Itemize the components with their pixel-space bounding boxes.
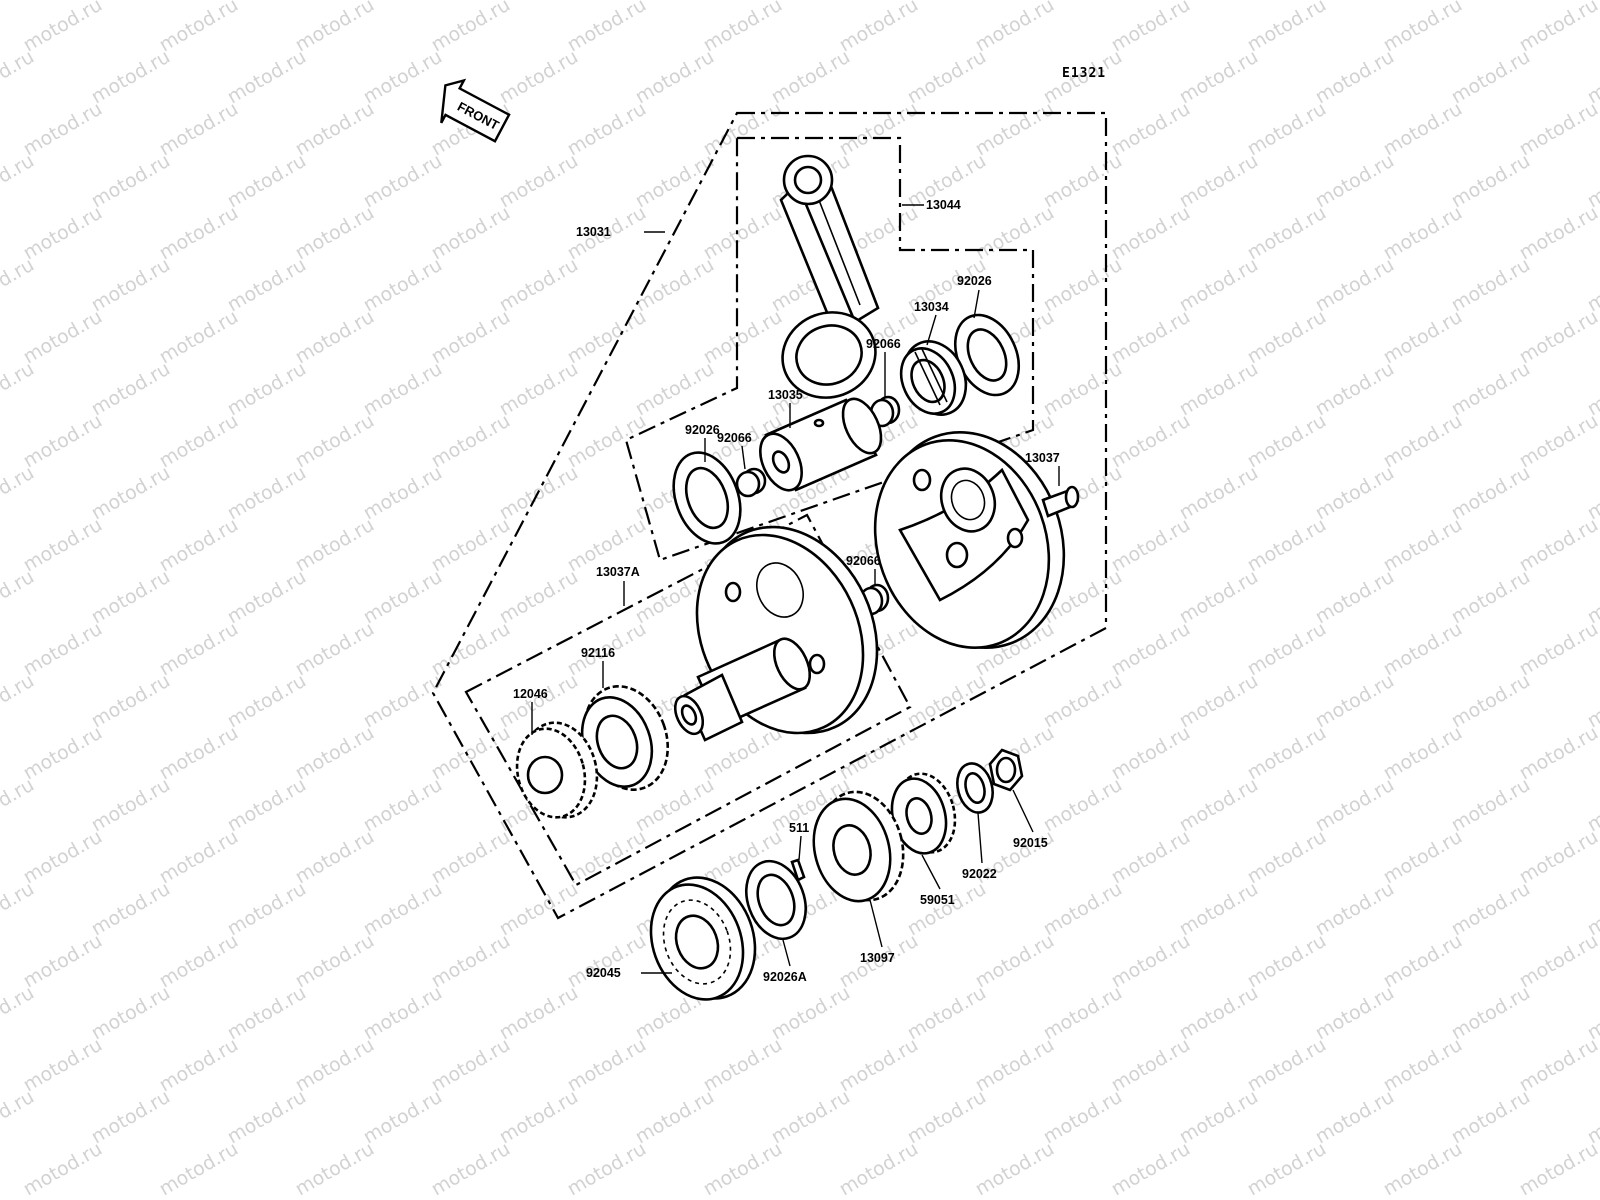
left-crank-wheel <box>673 525 879 742</box>
connecting-rod <box>779 154 880 399</box>
thrust-washer-top <box>953 313 1021 397</box>
label-511: 511 <box>789 821 809 835</box>
label-13035: 13035 <box>768 388 803 402</box>
label-59051: 59051 <box>920 893 955 907</box>
label-92045: 92045 <box>586 966 621 980</box>
label-92022: 92022 <box>962 867 997 881</box>
label-92015: 92015 <box>1013 836 1048 850</box>
ball-bearing-92045 <box>649 876 757 1001</box>
label-92026-top: 92026 <box>957 274 992 288</box>
label-92026-left: 92026 <box>685 423 720 437</box>
label-13037A: 13037A <box>596 565 640 579</box>
gear-13097 <box>812 790 905 903</box>
label-13034: 13034 <box>914 300 949 314</box>
crankshaft-assembly-boundary <box>431 111 1108 920</box>
label-12046: 12046 <box>513 687 548 701</box>
crank-pin <box>759 397 883 492</box>
washer-92022 <box>956 762 994 814</box>
label-13031: 13031 <box>576 225 611 239</box>
label-13037: 13037 <box>1025 451 1060 465</box>
label-92026A: 92026A <box>763 970 807 984</box>
key-511 <box>790 858 806 882</box>
washer-92026A <box>745 859 807 941</box>
nut-92015 <box>988 748 1024 792</box>
bush-left <box>735 467 767 498</box>
label-92116: 92116 <box>581 646 615 660</box>
part-labels: 13031 13044 92026 13034 92066 13035 9202… <box>513 198 1060 984</box>
right-crank-wheel <box>873 431 1080 649</box>
needle-bearing <box>899 340 968 416</box>
left-crank-wheel-boundary <box>464 513 912 887</box>
sprocket-12046 <box>515 721 599 819</box>
label-13044: 13044 <box>926 198 961 212</box>
leader-lines <box>531 204 1060 974</box>
thrust-washer-left <box>672 451 742 545</box>
gear-92116 <box>580 685 670 791</box>
label-92066-mid: 92066 <box>846 554 881 568</box>
gear-59051 <box>890 772 957 855</box>
label-92066-top: 92066 <box>866 337 901 351</box>
label-13097: 13097 <box>860 951 895 965</box>
label-92066-left: 92066 <box>717 431 752 445</box>
connecting-rod-kit-boundary <box>624 136 1035 562</box>
diagram-code: E1321 <box>1062 66 1106 81</box>
